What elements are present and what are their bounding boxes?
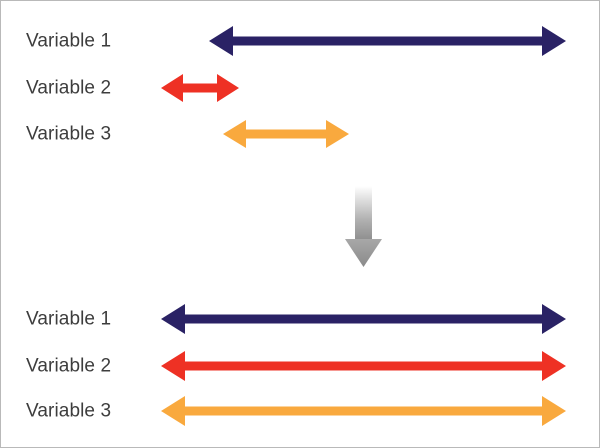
top-arrow-variable-1 <box>209 26 566 56</box>
top-label-variable-1: Variable 1 <box>26 30 112 52</box>
bottom-label-variable-2: Variable 2 <box>26 355 112 377</box>
bottom-arrow-variable-1 <box>161 304 566 334</box>
top-label-variable-2: Variable 2 <box>26 77 112 99</box>
bottom-arrows-group <box>161 304 566 426</box>
bottom-label-variable-3: Variable 3 <box>26 400 112 422</box>
bottom-arrow-variable-3 <box>161 396 566 426</box>
bottom-label-variable-1: Variable 1 <box>26 308 112 330</box>
flow-arrow-shaft <box>355 186 372 241</box>
flow-arrow-head <box>345 239 382 267</box>
top-arrows-group <box>161 26 566 148</box>
bottom-arrow-variable-2 <box>161 351 566 381</box>
top-label-variable-3: Variable 3 <box>26 123 112 145</box>
top-arrow-variable-2 <box>161 74 239 102</box>
top-arrow-variable-3 <box>223 120 349 148</box>
